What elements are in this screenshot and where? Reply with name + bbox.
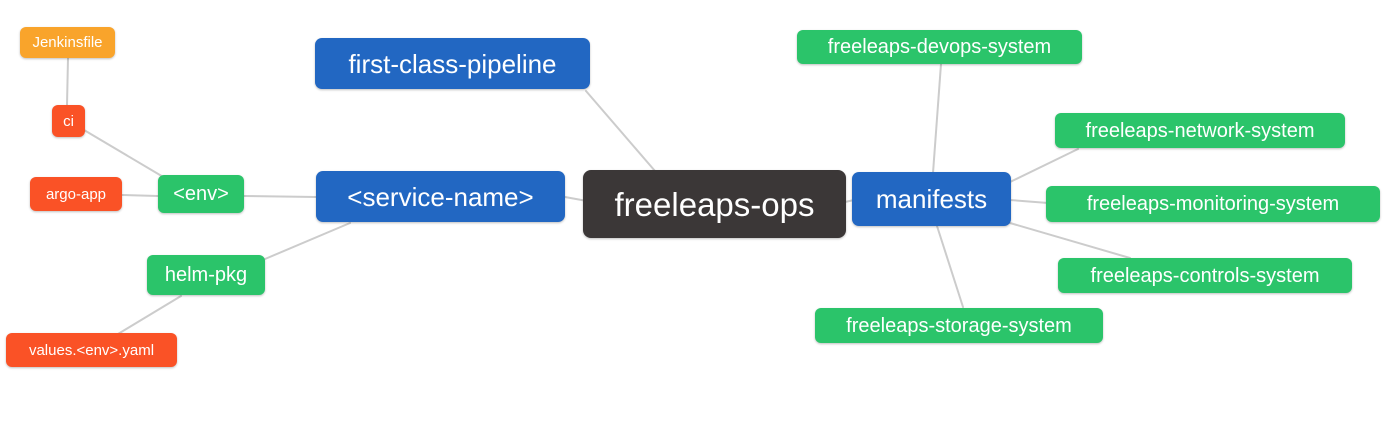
edge-manifests--freeleaps-network-system <box>1009 148 1079 183</box>
edge-helm-pkg--service-name <box>264 222 351 260</box>
node-values-env-yaml[interactable]: values.<env>.yaml <box>6 333 177 367</box>
node-freeleaps-monitoring-system[interactable]: freeleaps-monitoring-system <box>1046 186 1380 222</box>
node-freeleaps-controls-system[interactable]: freeleaps-controls-system <box>1058 258 1352 293</box>
edge-ci--env <box>83 129 166 179</box>
node-freeleaps-network-system[interactable]: freeleaps-network-system <box>1055 113 1345 148</box>
node-argo-app[interactable]: argo-app <box>30 177 122 211</box>
edge-env--service-name <box>243 195 317 198</box>
edge-argo-app--env <box>121 194 159 197</box>
node-freeleaps-ops[interactable]: freeleaps-ops <box>583 170 846 238</box>
edge-freeleaps-devops-system--manifests <box>932 63 942 174</box>
node-first-class-pipeline[interactable]: first-class-pipeline <box>315 38 590 89</box>
edge-manifests--freeleaps-controls-system <box>1009 222 1131 259</box>
edge-manifests--freeleaps-storage-system <box>936 225 964 308</box>
node-freeleaps-devops-system[interactable]: freeleaps-devops-system <box>797 30 1082 64</box>
edge-values-env-yaml--helm-pkg <box>117 295 182 335</box>
node-jenkinsfile[interactable]: Jenkinsfile <box>20 27 115 58</box>
node-service-name[interactable]: <service-name> <box>316 171 565 222</box>
node-ci[interactable]: ci <box>52 105 85 137</box>
node-freeleaps-storage-system[interactable]: freeleaps-storage-system <box>815 308 1103 343</box>
node-manifests[interactable]: manifests <box>852 172 1011 226</box>
edge-first-class-pipeline--freeleaps-ops <box>585 90 656 172</box>
node-helm-pkg[interactable]: helm-pkg <box>147 255 265 295</box>
edge-manifests--freeleaps-monitoring-system <box>1009 199 1049 204</box>
edge-jenkinsfile--ci <box>66 57 69 106</box>
node-env[interactable]: <env> <box>158 175 244 213</box>
